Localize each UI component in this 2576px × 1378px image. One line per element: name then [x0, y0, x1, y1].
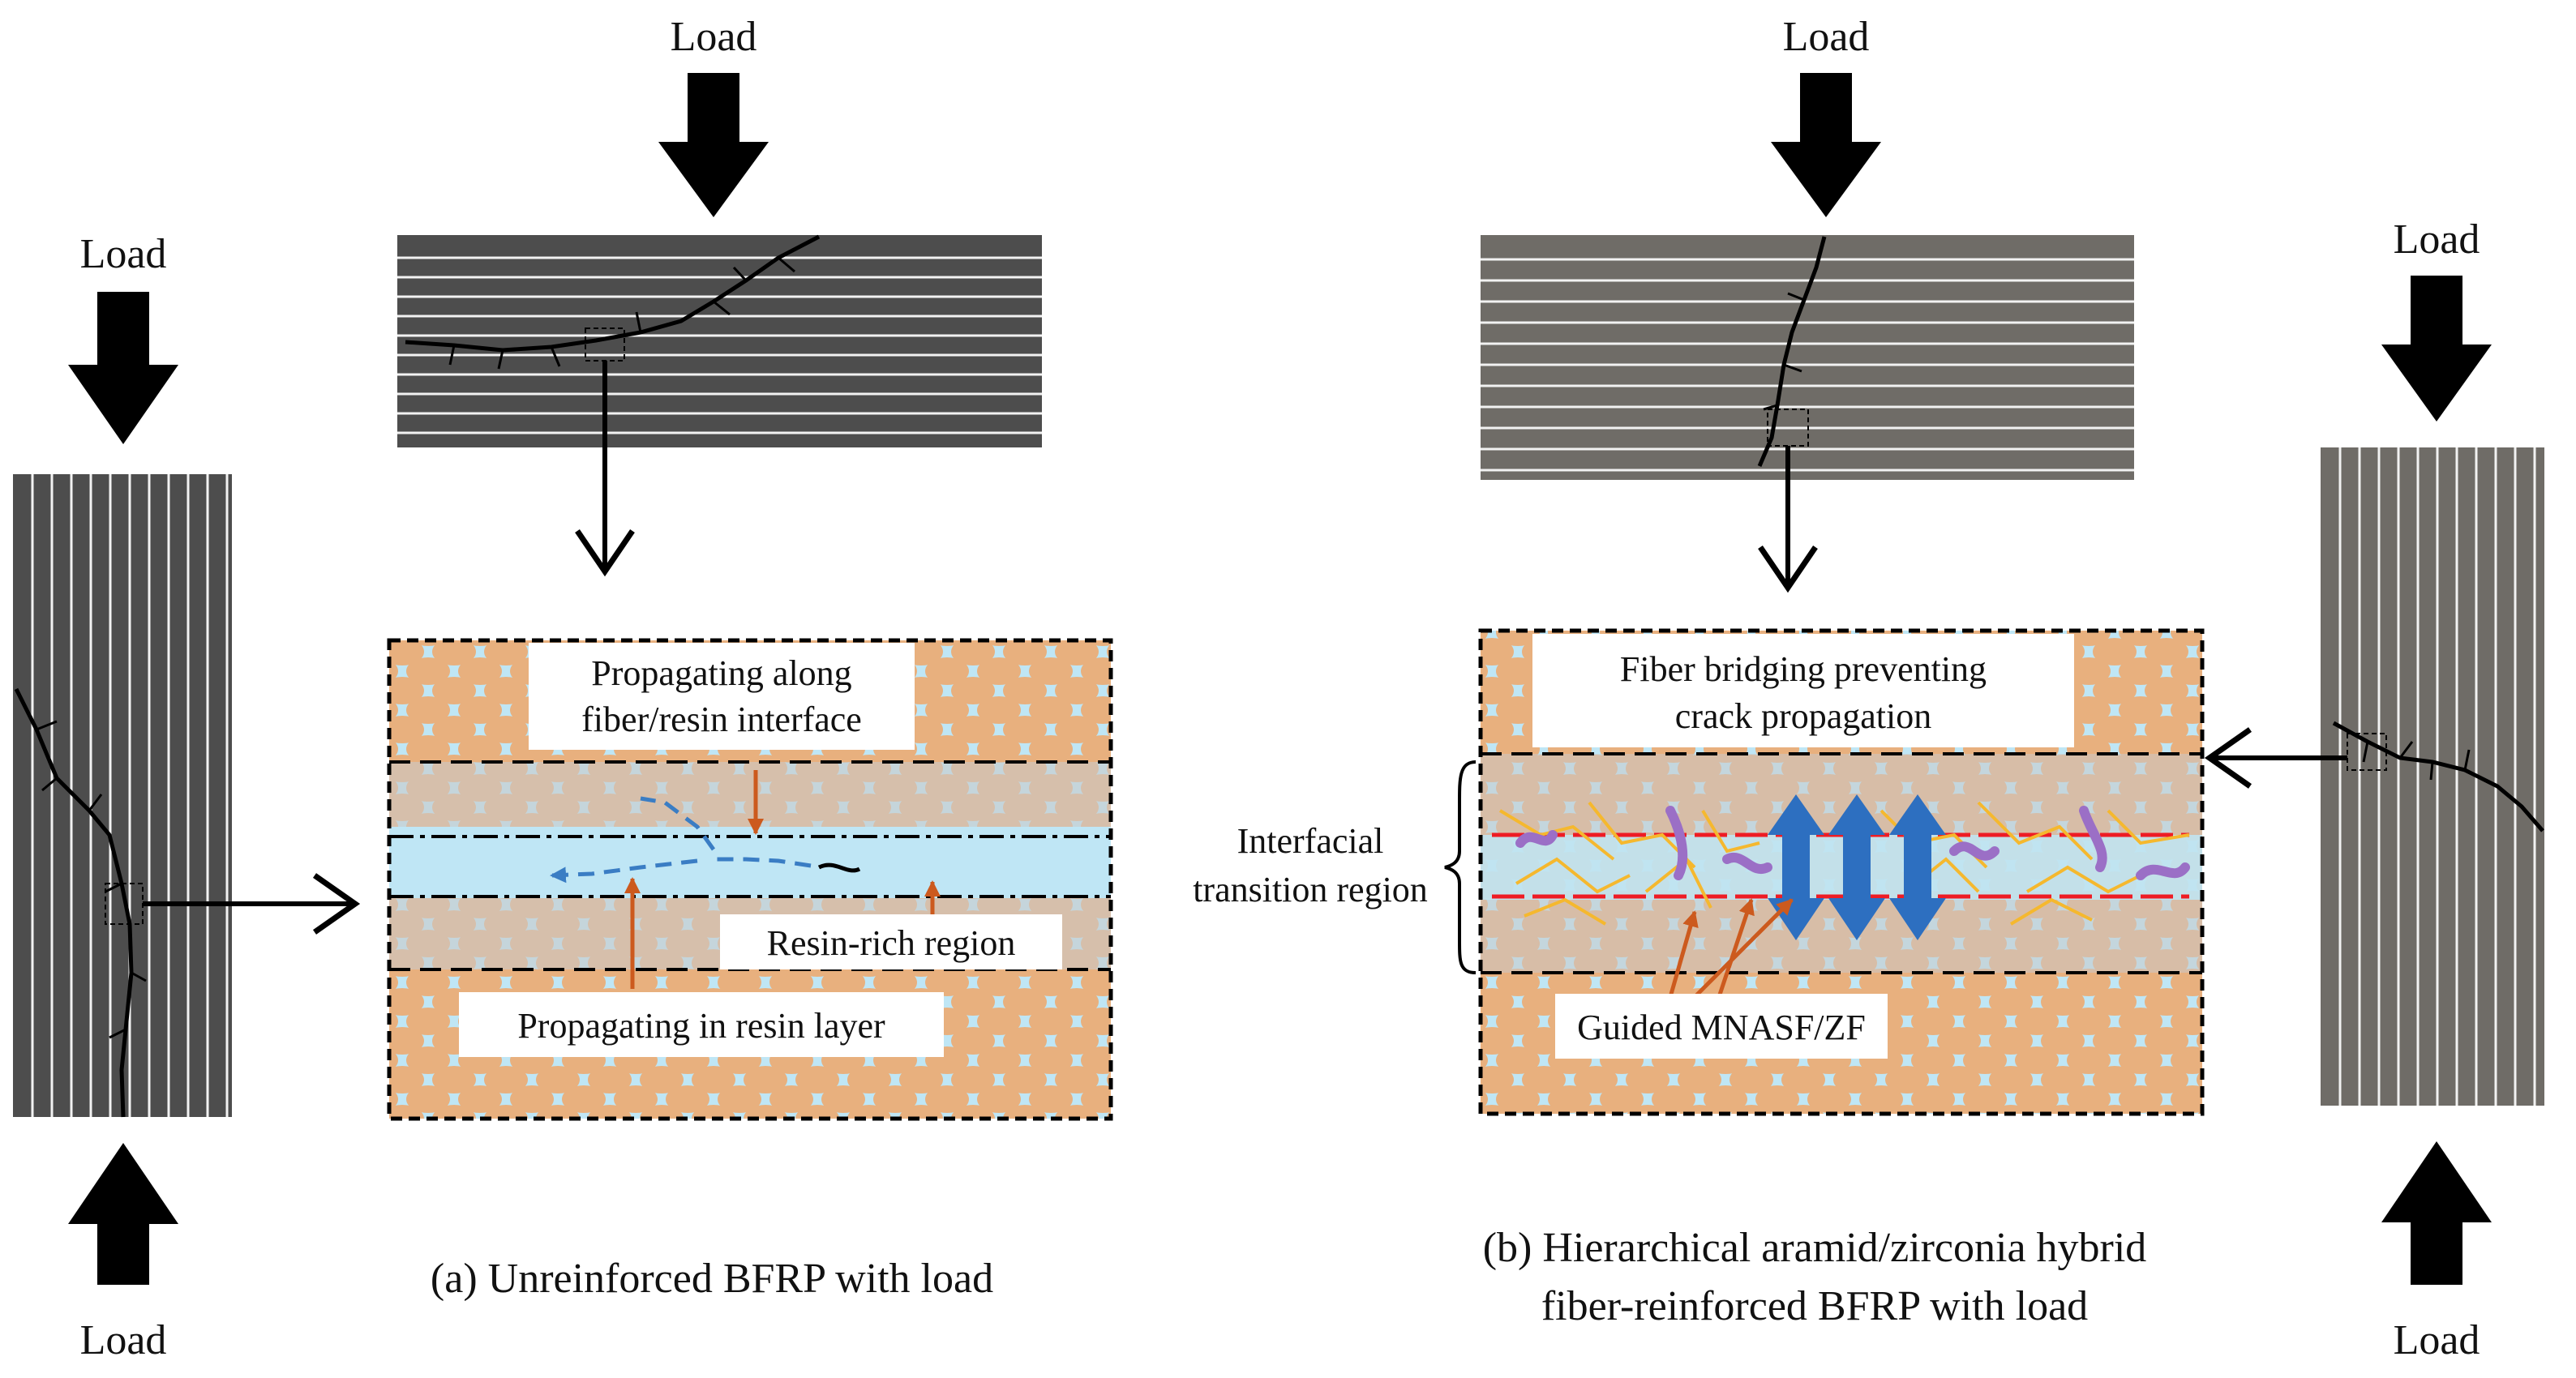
- crack-path-a-detail: [817, 862, 861, 873]
- load-arrow-a-left-top: [68, 292, 178, 444]
- callout-box-bridging: [1532, 634, 2074, 747]
- panel-a: Load Load: [13, 14, 1113, 1363]
- zoom-detail-b: Fiber bridging preventing crack propagat…: [1478, 628, 2205, 1116]
- orange-arrow-b-2: [1693, 898, 1794, 999]
- zoom-detail-a: Propagating along fiber/resin interface …: [387, 638, 1113, 1121]
- laminate-vertical-a: [13, 474, 232, 1118]
- orange-arrow-b-1: [1668, 910, 1699, 998]
- callout-interface-line1: Propagating along: [591, 653, 851, 693]
- bridging-arrows: [1768, 794, 1946, 940]
- load-label-b-right-top: Load: [2394, 216, 2480, 263]
- load-label-a-top: Load: [671, 14, 757, 60]
- label-interfacial-line2: transition region: [1193, 870, 1428, 909]
- purple-fibers: [1515, 806, 2190, 880]
- orange-arrow-b-3: [1717, 898, 1755, 998]
- load-arrow-b-right-bottom: [2381, 1141, 2492, 1285]
- load-label-b-top: Load: [1783, 14, 1870, 60]
- label-resin-rich: Resin-rich region: [767, 923, 1016, 963]
- crack-path-b-top: [1757, 236, 1827, 467]
- label-box-resin-rich: [720, 914, 1062, 969]
- callout-bridging-line2: crack propagation: [1675, 696, 1931, 736]
- load-label-a-left-top: Load: [80, 231, 167, 277]
- zoom-box-b-right: [2347, 733, 2387, 771]
- caption-b-line1: (b) Hierarchical aramid/zirconia hybrid: [1483, 1225, 2147, 1271]
- callout-interface-line2: fiber/resin interface: [581, 700, 862, 739]
- panel-b: Load Load: [1193, 14, 2544, 1363]
- callout-box-resin-layer: [459, 992, 944, 1057]
- load-arrow-b-top: [1771, 73, 1881, 217]
- callout-bridging-line1: Fiber bridging preventing: [1620, 649, 1987, 689]
- load-label-a-left-bottom: Load: [80, 1317, 167, 1363]
- laminate-vertical-b: [2321, 447, 2544, 1106]
- interfacial-bracket: [1444, 760, 1477, 974]
- load-arrow-a-left-bottom: [68, 1143, 178, 1285]
- resin-rich-layer-a: [389, 827, 1111, 898]
- load-label-b-right-bottom: Load: [2394, 1317, 2480, 1363]
- caption-b-line2: fiber-reinforced BFRP with load: [1541, 1283, 2088, 1329]
- crack-path-b-right: [2332, 721, 2544, 832]
- load-arrow-b-right-top: [2381, 276, 2492, 422]
- callout-box-interface: [529, 643, 915, 750]
- load-arrow-a-top: [658, 73, 769, 217]
- caption-a: (a) Unreinforced BFRP with load: [431, 1256, 993, 1302]
- callout-resin-layer: Propagating in resin layer: [517, 1006, 885, 1046]
- laminate-horizontal-b: [1481, 235, 2134, 480]
- label-box-guided: [1555, 994, 1888, 1059]
- label-guided: Guided MNASF/ZF: [1577, 1008, 1866, 1047]
- label-interfacial-line1: Interfacial: [1237, 821, 1384, 861]
- laminate-horizontal-a: [397, 234, 1042, 447]
